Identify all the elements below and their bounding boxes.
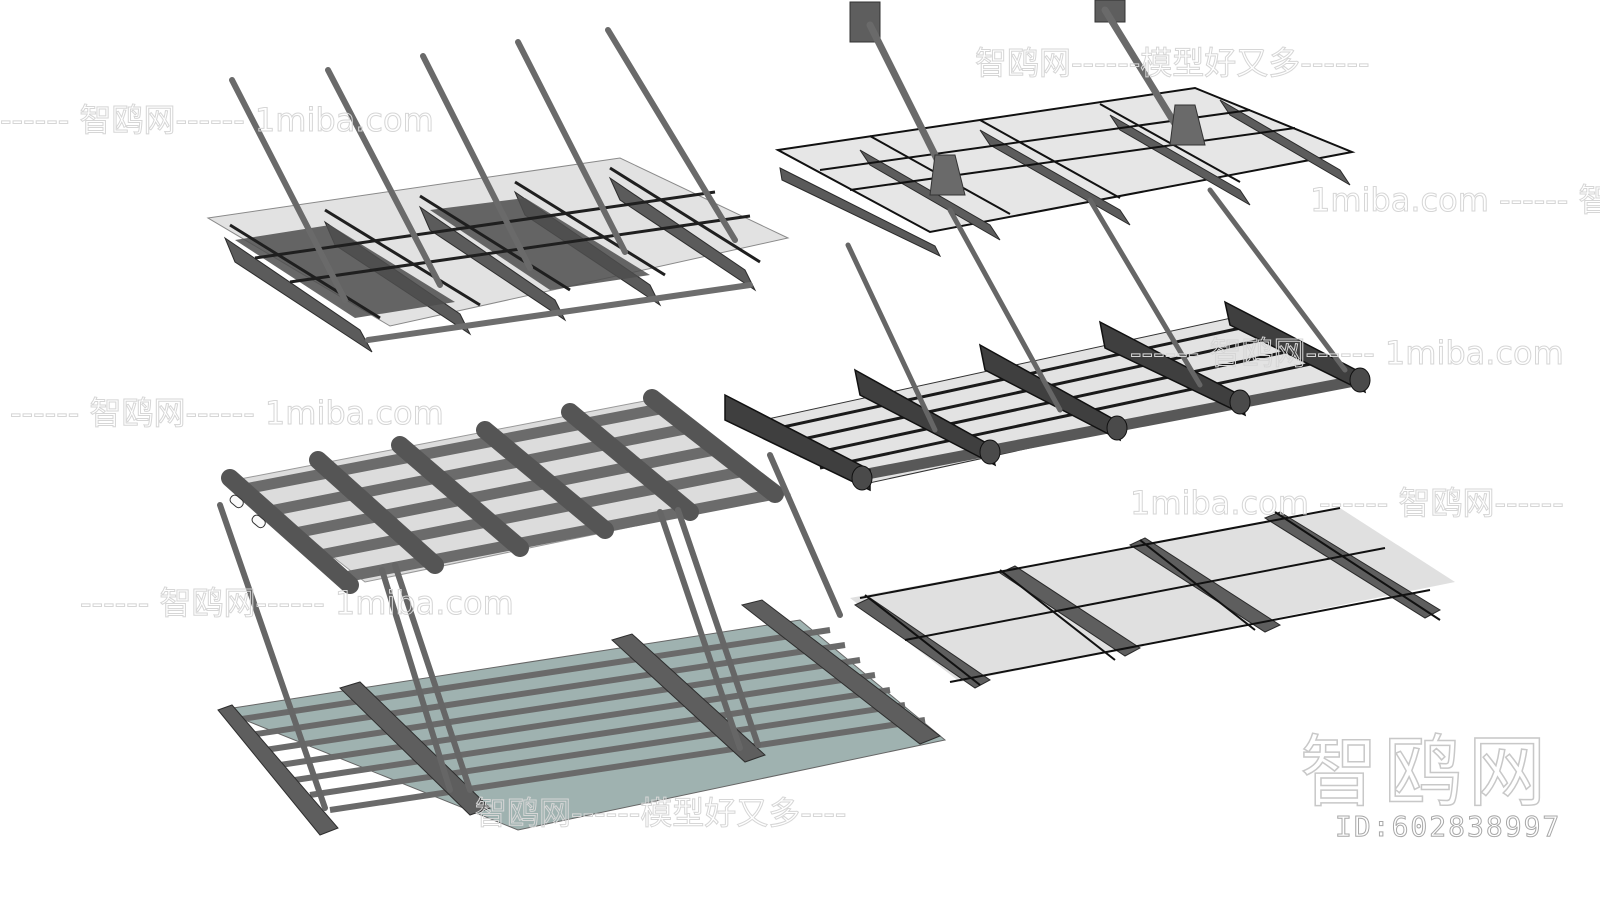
canopy-e-model [217, 452, 947, 836]
canopy-b-model [774, 0, 1356, 258]
canopy-f-model [850, 507, 1455, 689]
canopy-c-model [221, 389, 792, 594]
canopy-d-model [724, 187, 1371, 492]
canopy-a-model [206, 27, 790, 353]
